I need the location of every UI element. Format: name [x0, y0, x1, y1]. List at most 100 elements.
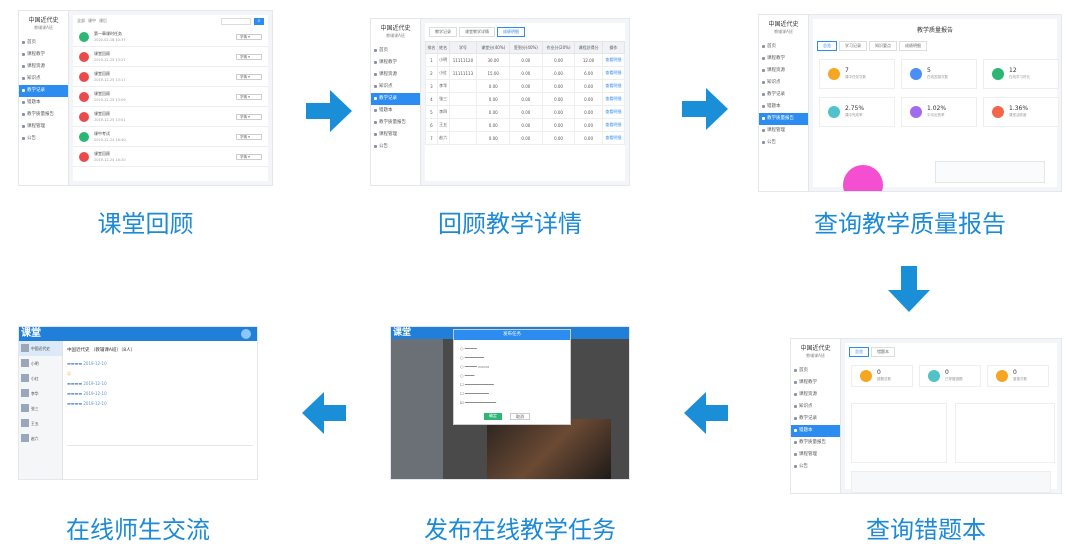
table-cell: 0.00: [541, 79, 576, 93]
sidebar-item[interactable]: 知识点: [371, 81, 420, 93]
view-detail-link[interactable]: 查看明细: [601, 118, 626, 132]
sidebar-item[interactable]: 首页: [791, 365, 840, 377]
tab[interactable]: 课堂教学详情: [459, 27, 495, 37]
table-cell: 30.00: [476, 53, 511, 67]
sidebar-item[interactable]: 公告: [19, 133, 68, 145]
task-icon: [79, 131, 89, 142]
view-detail-link[interactable]: 查看明细: [601, 66, 626, 80]
sidebar-item[interactable]: 教学记录: [759, 89, 808, 101]
sidebar-item[interactable]: 教学记录: [791, 413, 840, 425]
search-button[interactable]: ⌕: [254, 17, 264, 25]
detail-button[interactable]: 学情 ▾: [236, 133, 262, 140]
dim-sidebar: [391, 339, 443, 479]
tab[interactable]: 知识要点: [869, 41, 897, 51]
detail-button[interactable]: 学情 ▾: [236, 73, 262, 80]
table-cell: 0.00: [476, 131, 511, 145]
sidebar-item[interactable]: 课程管理: [759, 125, 808, 137]
sidebar-item[interactable]: 教学记录: [371, 93, 420, 105]
table-cell: 0.00: [541, 66, 576, 80]
sidebar: 中国近代史教辅课A班 首页课程教学课程资源知识点教学记录错题本教学质量报告课程管…: [19, 11, 69, 185]
avatar[interactable]: [241, 329, 251, 339]
contact-item[interactable]: 赵六: [19, 431, 62, 446]
sidebar-item[interactable]: 知识点: [759, 77, 808, 89]
sidebar-item[interactable]: 课程教学: [19, 49, 68, 61]
cancel-button[interactable]: 取消: [510, 413, 530, 420]
tab[interactable]: 学习记录: [839, 41, 867, 51]
sidebar-item[interactable]: 知识点: [19, 73, 68, 85]
sidebar-item[interactable]: 错题本: [759, 101, 808, 113]
sidebar-item[interactable]: 公告: [371, 141, 420, 153]
sidebar-item[interactable]: 公告: [759, 137, 808, 149]
sidebar-item[interactable]: 课程资源: [19, 61, 68, 73]
detail-button[interactable]: 学情 ▾: [236, 53, 262, 60]
sidebar-item[interactable]: 课程资源: [791, 389, 840, 401]
contact-item[interactable]: 王五: [19, 416, 62, 431]
view-detail-link[interactable]: 查看明细: [601, 79, 626, 93]
tab[interactable]: 教学记录: [429, 27, 457, 37]
sidebar-item[interactable]: 教学质量报告: [19, 109, 68, 121]
table-cell: 0.00: [541, 53, 576, 67]
sidebar-item[interactable]: 教学质量报告: [791, 437, 840, 449]
sidebar-item[interactable]: 首页: [19, 37, 68, 49]
detail-button[interactable]: 学情 ▾: [236, 93, 262, 100]
detail-button[interactable]: 学情 ▾: [236, 113, 262, 120]
view-detail-link[interactable]: 查看明细: [601, 53, 626, 67]
contact-item[interactable]: 中国近代史: [19, 341, 62, 356]
table-cell: 0.00: [574, 131, 603, 145]
sidebar-item[interactable]: 错题本: [19, 97, 68, 109]
contact-item[interactable]: 小红: [19, 371, 62, 386]
dialog-title: 发布任务: [454, 330, 570, 340]
sidebar-item[interactable]: 错题本: [791, 425, 840, 437]
view-detail-link[interactable]: 查看明细: [601, 131, 626, 145]
sidebar-item[interactable]: 教学质量报告: [759, 113, 808, 125]
detail-button[interactable]: 学情 ▾: [236, 33, 262, 40]
tab[interactable]: 总览: [817, 41, 837, 51]
tab[interactable]: 成绩明细: [899, 41, 927, 51]
tab[interactable]: 总览: [849, 347, 869, 357]
contact-item[interactable]: 张三: [19, 401, 62, 416]
message-input[interactable]: [67, 445, 253, 475]
stat-icon: [910, 106, 922, 118]
sidebar-item[interactable]: 课程资源: [371, 69, 420, 81]
sidebar-item[interactable]: 教学记录: [19, 85, 68, 97]
confirm-button[interactable]: 确定: [484, 413, 502, 420]
sidebar-item[interactable]: 教学质量报告: [371, 117, 420, 129]
sidebar-item[interactable]: 课程教学: [759, 53, 808, 65]
table-cell: 1: [425, 53, 438, 67]
sidebar-item[interactable]: 错题本: [371, 105, 420, 117]
sidebar-item[interactable]: 知识点: [791, 401, 840, 413]
detail-button[interactable]: 学情 ▾: [236, 153, 262, 160]
arrow-down-icon: [888, 266, 930, 312]
task-icon: [79, 91, 89, 102]
sidebar-item[interactable]: 课程资源: [759, 65, 808, 77]
table-cell: [448, 131, 478, 145]
sidebar-item[interactable]: 课程教学: [371, 57, 420, 69]
sidebar-item[interactable]: 首页: [371, 45, 420, 57]
sidebar-item[interactable]: 首页: [759, 41, 808, 53]
mistake-tabs: 总览错题本: [845, 343, 1057, 361]
sidebar-item[interactable]: 课程教学: [791, 377, 840, 389]
sidebar-item[interactable]: 课程管理: [791, 449, 840, 461]
sidebar-item[interactable]: 课程管理: [19, 121, 68, 133]
sidebar-item[interactable]: 课程管理: [371, 129, 420, 141]
contact-item[interactable]: 小明: [19, 356, 62, 371]
search-input[interactable]: [221, 17, 251, 25]
sidebar-item[interactable]: 公告: [791, 461, 840, 473]
contact-item[interactable]: 李华: [19, 386, 62, 401]
tab[interactable]: 成绩明细: [497, 27, 525, 37]
view-detail-link[interactable]: 查看明细: [601, 92, 626, 106]
view-detail-link[interactable]: 查看明细: [601, 105, 626, 119]
tab[interactable]: 错题本: [871, 347, 895, 357]
